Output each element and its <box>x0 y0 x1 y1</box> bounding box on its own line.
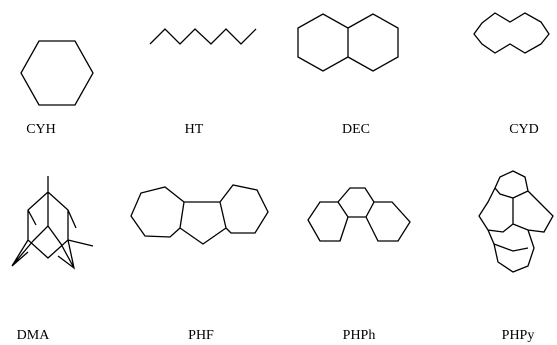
molecule-phph: PHPh <box>307 187 411 343</box>
phf-label: PHF <box>188 328 214 343</box>
cyd-structure <box>473 12 550 54</box>
cyd-label: CYD <box>509 122 539 137</box>
molecule-dec: DEC <box>297 13 399 137</box>
ht-label: HT <box>185 122 204 137</box>
molecule-cyh: CYH <box>20 40 94 137</box>
phpy-label: PHPy <box>502 328 535 343</box>
phph-structure <box>307 187 411 242</box>
dma-label: DMA <box>17 328 51 343</box>
dec-label: DEC <box>342 122 370 137</box>
molecule-ht: HT <box>149 28 257 137</box>
molecule-cyd: CYD <box>473 12 550 137</box>
phph-label: PHPh <box>343 328 376 343</box>
ht-structure <box>149 28 257 45</box>
molecule-phf: PHF <box>130 184 269 343</box>
dma-structure <box>11 176 94 270</box>
molecule-phpy: PHPy <box>478 170 554 343</box>
dec-structure <box>297 13 399 72</box>
cyh-label: CYH <box>26 122 56 137</box>
phpy-structure <box>478 170 554 273</box>
cyh-structure <box>20 40 94 106</box>
phf-structure <box>130 184 269 245</box>
molecule-dma: DMA <box>11 176 94 343</box>
